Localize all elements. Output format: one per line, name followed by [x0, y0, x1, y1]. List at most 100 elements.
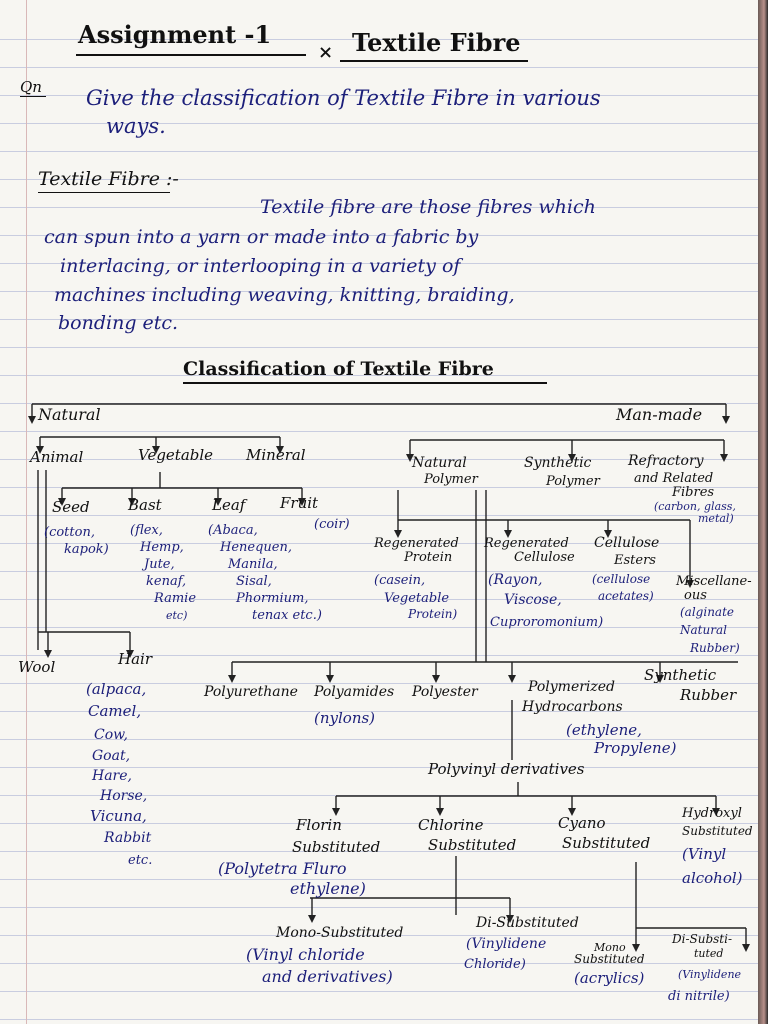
node-polyvinyl: Polyvinyl derivatives [428, 760, 585, 778]
definition-line-1: Textile fibre are those fibres which [260, 196, 596, 218]
regen-protein-ex-3: Protein) [408, 607, 458, 621]
question-marker: Qn [20, 78, 42, 96]
cellulose-esters-ex-1: (cellulose [592, 572, 651, 586]
leaf-ex-5: Phormium, [236, 591, 309, 606]
node-di2-1: Di-Substi- [672, 932, 733, 946]
di-substituted-ex-2: Chloride) [464, 957, 526, 972]
title-underline [76, 54, 306, 56]
polyamides-ex: (nylons) [314, 709, 376, 727]
node-florin-2: Substituted [292, 838, 381, 856]
margin-line [26, 0, 27, 1024]
hair-ex-3: Cow, [94, 727, 128, 743]
node-seed: Seed [52, 498, 90, 516]
di2-ex-2: di nitrile) [668, 989, 730, 1004]
mono-substituted-ex-2: and derivatives) [262, 967, 393, 986]
question-marker-underline [20, 96, 46, 97]
question-line-1: Give the classification of Textile Fibre… [86, 86, 601, 110]
regen-cellulose-ex-2: Viscose, [504, 592, 562, 608]
classification-heading: Classification of Textile Fibre [183, 358, 494, 380]
node-di2-2: tuted [694, 947, 724, 960]
title-separator: × [318, 42, 334, 63]
refractory-examples-1: (carbon, glass, [654, 500, 736, 513]
node-leaf: Leaf [212, 496, 246, 514]
subject-title: Textile Fibre [352, 28, 521, 57]
node-mono2-2: Substituted [574, 952, 645, 966]
misc-ex-3: Rubber) [690, 641, 740, 655]
mono-substituted-ex-1: (Vinyl chloride [246, 945, 365, 964]
di-substituted-ex-1: (Vinylidene [466, 936, 547, 952]
node-polyester: Polyester [412, 684, 478, 700]
hydroxyl-ex-1: (Vinyl [682, 845, 727, 863]
node-cyano-2: Substituted [562, 834, 651, 852]
node-animal: Animal [30, 448, 84, 466]
node-polyamides: Polyamides [314, 684, 395, 700]
node-chlorine-2: Substituted [428, 836, 517, 854]
hair-ex-5: Hare, [92, 768, 132, 784]
hair-ex-2: Camel, [88, 702, 142, 720]
polymerized-ex-1: (ethylene, [566, 721, 642, 739]
polymerized-ex-2: Propylene) [594, 739, 677, 757]
bast-ex-1: (flex, [130, 523, 163, 538]
node-hair: Hair [118, 650, 152, 668]
definition-heading: Textile Fibre :- [38, 168, 179, 190]
node-polymerized-1: Polymerized [528, 679, 616, 695]
misc-ex-2: Natural [680, 623, 727, 637]
node-refractory-2: and Related [634, 471, 714, 486]
florin-ex-2: ethylene) [290, 879, 366, 898]
regen-protein-ex-2: Vegetable [384, 591, 450, 606]
node-mono2-1: Mono [594, 941, 626, 954]
node-wool: Wool [18, 658, 56, 676]
node-polymerized-2: Hydrocarbons [522, 699, 623, 715]
mono2-ex: (acrylics) [574, 969, 645, 987]
node-mono-substituted: Mono-Substituted [276, 925, 404, 941]
bast-ex-5: Ramie [154, 591, 197, 606]
definition-line-5: bonding etc. [58, 312, 179, 334]
classification-heading-underline [183, 382, 547, 384]
node-misc-2: ous [684, 588, 707, 603]
node-cellulose-esters-1: Cellulose [594, 535, 660, 551]
node-cellulose-esters-2: Esters [614, 553, 656, 568]
node-synthetic-polymer-2: Polymer [546, 474, 600, 489]
regen-cellulose-ex-3: Cuproromonium) [490, 615, 604, 630]
regen-protein-ex-1: (casein, [374, 573, 426, 588]
node-di-substituted: Di-Substituted [476, 915, 579, 931]
hydroxyl-ex-2: alcohol) [682, 869, 743, 887]
di2-ex-1: (Vinylidene [678, 968, 742, 981]
cellulose-esters-ex-2: acetates) [598, 589, 654, 603]
bast-ex-2: Hemp, [140, 540, 184, 555]
definition-line-3: interlacing, or interlooping in a variet… [60, 255, 461, 277]
bast-ex-6: etc) [166, 609, 188, 622]
definition-line-4: machines including weaving, knitting, br… [54, 284, 515, 306]
misc-ex-1: (alginate [680, 605, 734, 619]
node-synthetic-rubber-1: Synthetic [644, 666, 717, 684]
node-fruit: Fruit [280, 494, 319, 512]
refractory-examples-2: metal) [698, 512, 734, 525]
node-hydroxyl-2: Substituted [682, 824, 753, 838]
question-line-2: ways. [106, 114, 166, 138]
bast-ex-4: kenaf, [146, 574, 187, 589]
node-regen-protein-2: Protein [404, 550, 453, 565]
leaf-ex-6: tenax etc.) [252, 608, 322, 623]
assignment-title: Assignment -1 [78, 20, 272, 49]
node-misc-1: Miscellane- [676, 574, 752, 589]
node-hydroxyl-1: Hydroxyl [682, 806, 742, 821]
page-edge [758, 0, 768, 1024]
hair-ex-9: etc. [128, 853, 153, 868]
leaf-ex-3: Manila, [228, 557, 278, 572]
fruit-ex-1: (coir) [314, 517, 350, 532]
definition-line-2: can spun into a yarn or made into a fabr… [44, 226, 479, 248]
node-mineral: Mineral [246, 446, 306, 464]
leaf-ex-1: (Abaca, [208, 523, 258, 538]
node-refractory-1: Refractory [628, 453, 704, 469]
node-bast: Bast [128, 496, 162, 514]
node-cyano-1: Cyano [558, 814, 606, 832]
node-chlorine-1: Chlorine [418, 816, 484, 834]
node-vegetable: Vegetable [138, 446, 214, 464]
node-synthetic-rubber-2: Rubber [680, 686, 737, 704]
seed-ex-1: (cotton, [44, 525, 95, 540]
node-regen-cellulose-1: Regenerated [484, 536, 569, 551]
node-regen-protein-1: Regenerated [374, 536, 459, 551]
node-manmade: Man-made [616, 405, 703, 424]
